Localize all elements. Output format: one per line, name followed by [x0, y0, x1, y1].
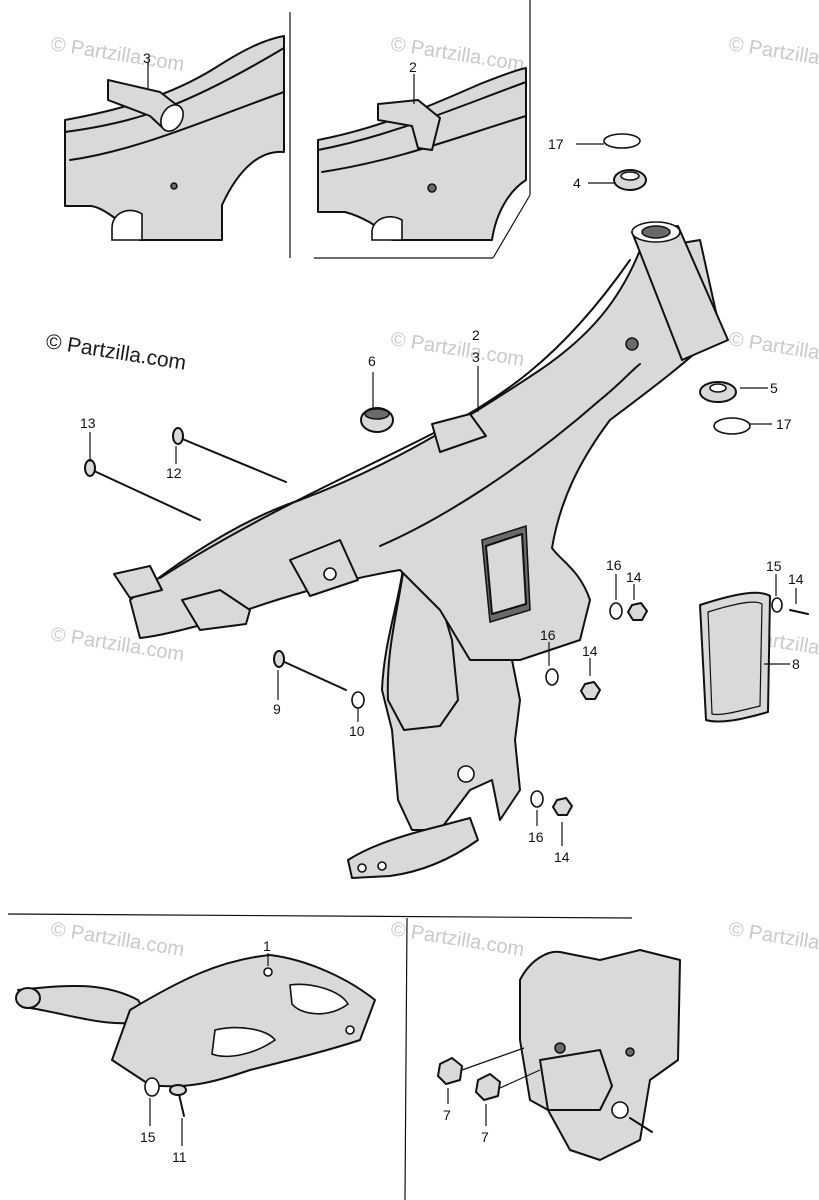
callout-5: 5 [770, 380, 778, 396]
callout-15: 15 [766, 558, 782, 574]
nut-14-b [580, 681, 601, 700]
callout-13: 13 [80, 415, 96, 431]
washer-15-a [771, 597, 783, 613]
callout-7: 7 [481, 1129, 489, 1145]
washer-16-a [609, 602, 623, 620]
bolt-9 [279, 659, 347, 691]
callout-10: 10 [349, 723, 365, 739]
bolt-12 [179, 437, 287, 483]
inset-clip-2 [317, 67, 527, 241]
callout-15: 15 [140, 1129, 156, 1145]
callout-16: 16 [540, 627, 556, 643]
callout-17: 17 [548, 136, 564, 152]
washer-16-b [545, 668, 559, 686]
callout-8: 8 [792, 656, 800, 672]
reflector-8 [699, 591, 771, 723]
nut-14-a [627, 602, 648, 621]
callout-7: 7 [443, 1107, 451, 1123]
callout-6: 6 [368, 353, 376, 369]
callout-12: 12 [166, 465, 182, 481]
nut-7-b [475, 1073, 501, 1101]
callout-1: 1 [263, 938, 271, 954]
mount-detail-7 [437, 949, 681, 1161]
callout-11: 11 [172, 1149, 187, 1165]
callout-16: 16 [528, 829, 544, 845]
callout-labels: 3 2 17 4 2 3 6 5 17 13 12 16 14 15 14 16… [80, 50, 804, 1165]
callout-16: 16 [606, 557, 622, 573]
ball-race-17-top [603, 133, 641, 149]
callout-9: 9 [273, 701, 281, 717]
washer-15-b [144, 1077, 160, 1097]
panel-borders [7, 0, 633, 1200]
callout-14: 14 [788, 571, 804, 587]
svg-text:© Partzilla.com: © Partzilla.com [49, 918, 186, 961]
svg-text:© Partzilla.com: © Partzilla.com [49, 33, 186, 76]
callout-3: 3 [472, 349, 480, 365]
nut-7-a [437, 1057, 463, 1085]
inset-clip-3 [64, 35, 285, 241]
stand-bracket-1 [15, 954, 376, 1117]
nut-14-c [552, 797, 573, 816]
bolt-13 [91, 469, 201, 521]
screw-14-d [789, 609, 809, 615]
svg-text:© Partzilla.com: © Partzilla.com [727, 328, 819, 371]
callout-4: 4 [573, 175, 581, 191]
svg-text:© Partzilla.com: © Partzilla.com [389, 328, 526, 371]
ball-race-17-bottom [713, 417, 751, 435]
washer-10 [351, 691, 365, 709]
washer-16-c [530, 790, 544, 808]
callout-14: 14 [582, 643, 598, 659]
callout-2: 2 [409, 59, 417, 75]
svg-text:© Partzilla.com: © Partzilla.com [727, 918, 819, 961]
svg-text:© Partzilla.com: © Partzilla.com [727, 33, 819, 76]
parts [84, 133, 809, 816]
callout-2: 2 [472, 327, 480, 343]
svg-text:© Partzilla.com: © Partzilla.com [389, 918, 526, 961]
callout-14: 14 [626, 569, 642, 585]
main-frame [113, 221, 729, 879]
callout-17: 17 [776, 416, 792, 432]
leader-lines [89, 62, 797, 1146]
callout-14: 14 [554, 849, 570, 865]
callout-3: 3 [143, 50, 151, 66]
